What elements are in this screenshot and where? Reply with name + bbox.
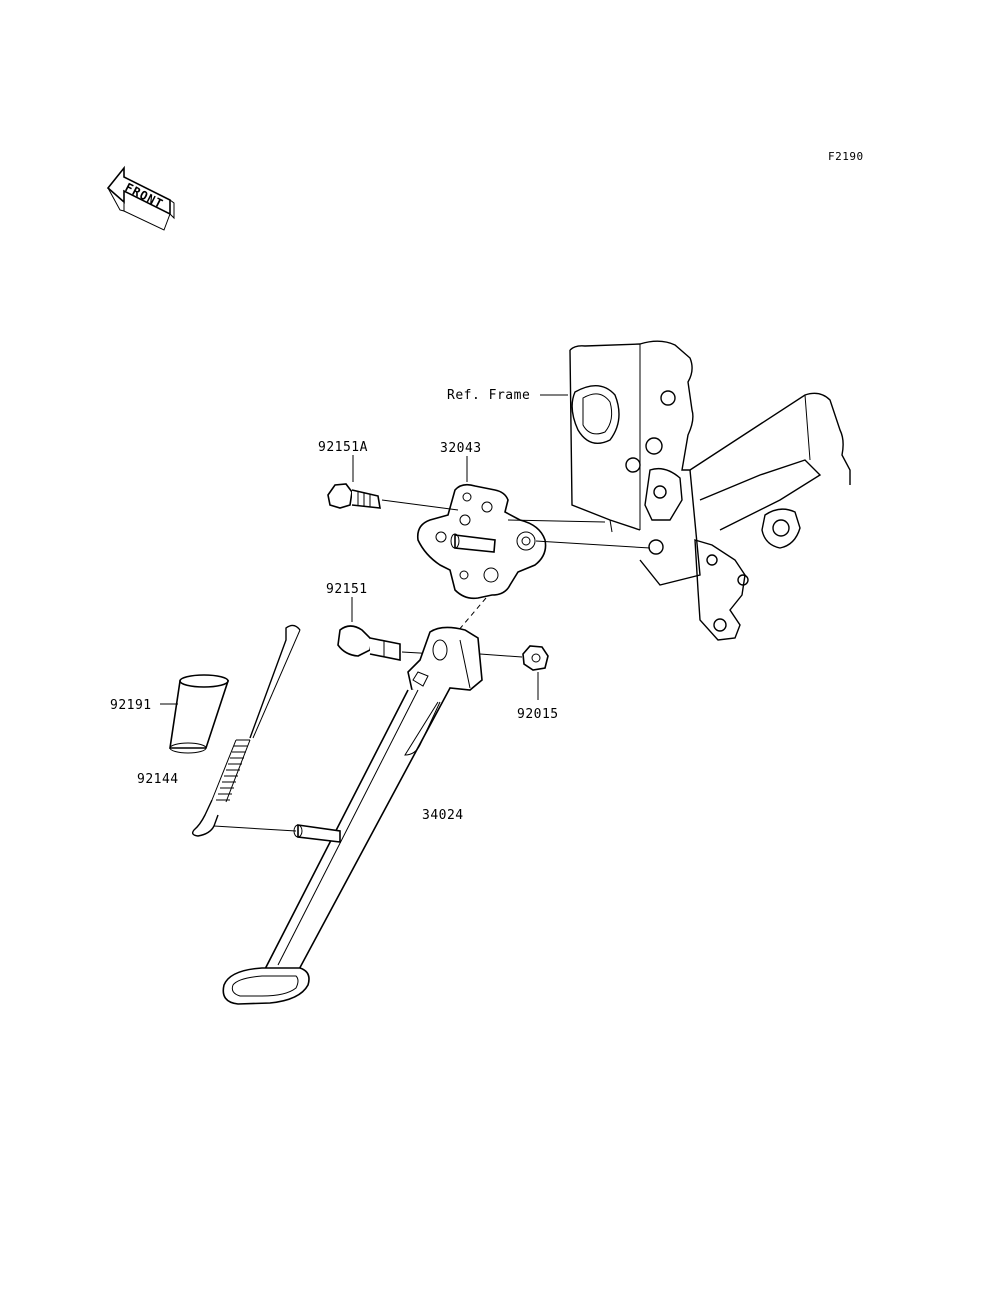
ref-frame-label: Ref. Frame: [447, 388, 530, 403]
part-label-92151A: 92151A: [318, 440, 368, 455]
part-label-92015: 92015: [517, 707, 559, 722]
side-stand-34024: [222, 626, 483, 1005]
figure-id: F2190: [828, 150, 864, 163]
front-label: FRONT: [123, 180, 166, 211]
front-arrow-icon: FRONT: [106, 165, 175, 231]
spring-92144: [191, 624, 301, 837]
part-label-92191: 92191: [110, 698, 152, 713]
part-label-32043: 32043: [440, 441, 482, 456]
nut-92015: [522, 645, 549, 671]
spring-pin: [293, 824, 341, 843]
collar-92191: [169, 674, 230, 754]
bolt-92151A: [327, 483, 381, 509]
part-label-34024: 34024: [422, 808, 464, 823]
part-label-92151: 92151: [326, 582, 368, 597]
bracket-32043: [416, 483, 547, 600]
bolt-92151: [337, 625, 401, 661]
part-label-92144: 92144: [137, 772, 179, 787]
reference-frame: [540, 340, 851, 641]
